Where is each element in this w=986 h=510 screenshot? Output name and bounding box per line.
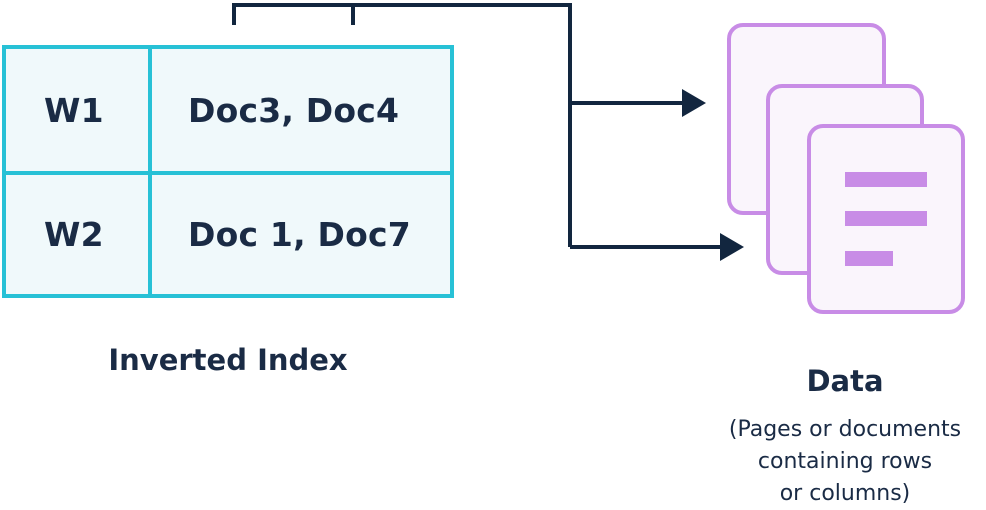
data-description-line: (Pages or documents (728, 417, 962, 442)
document-stack-icon (727, 23, 965, 314)
connector-bracket (232, 3, 572, 247)
data-description-line: or columns) (779, 481, 911, 506)
data-title: Data (806, 364, 884, 398)
data-description-line: containing rows (757, 449, 933, 474)
document-text-line-1 (845, 172, 927, 187)
inverted-index-table: W1 Doc3, Doc4 W2 Doc 1, Doc7 (2, 45, 454, 298)
document-text-line-2 (845, 211, 927, 226)
connector-lines (232, 3, 722, 249)
table-row-divider (6, 171, 450, 175)
word-cell-w2: W2 (44, 215, 104, 254)
arrowhead-top (682, 89, 706, 117)
inverted-index-label: Inverted Index (108, 343, 348, 377)
arrowhead-bottom (720, 233, 744, 261)
data-description: (Pages or documents containing rows or c… (729, 414, 961, 510)
word-cell-w1: W1 (44, 90, 104, 130)
docs-cell-w2: Doc 1, Doc7 (188, 215, 411, 254)
docs-cell-w1: Doc3, Doc4 (188, 90, 400, 130)
document-text-line-3 (845, 251, 893, 266)
